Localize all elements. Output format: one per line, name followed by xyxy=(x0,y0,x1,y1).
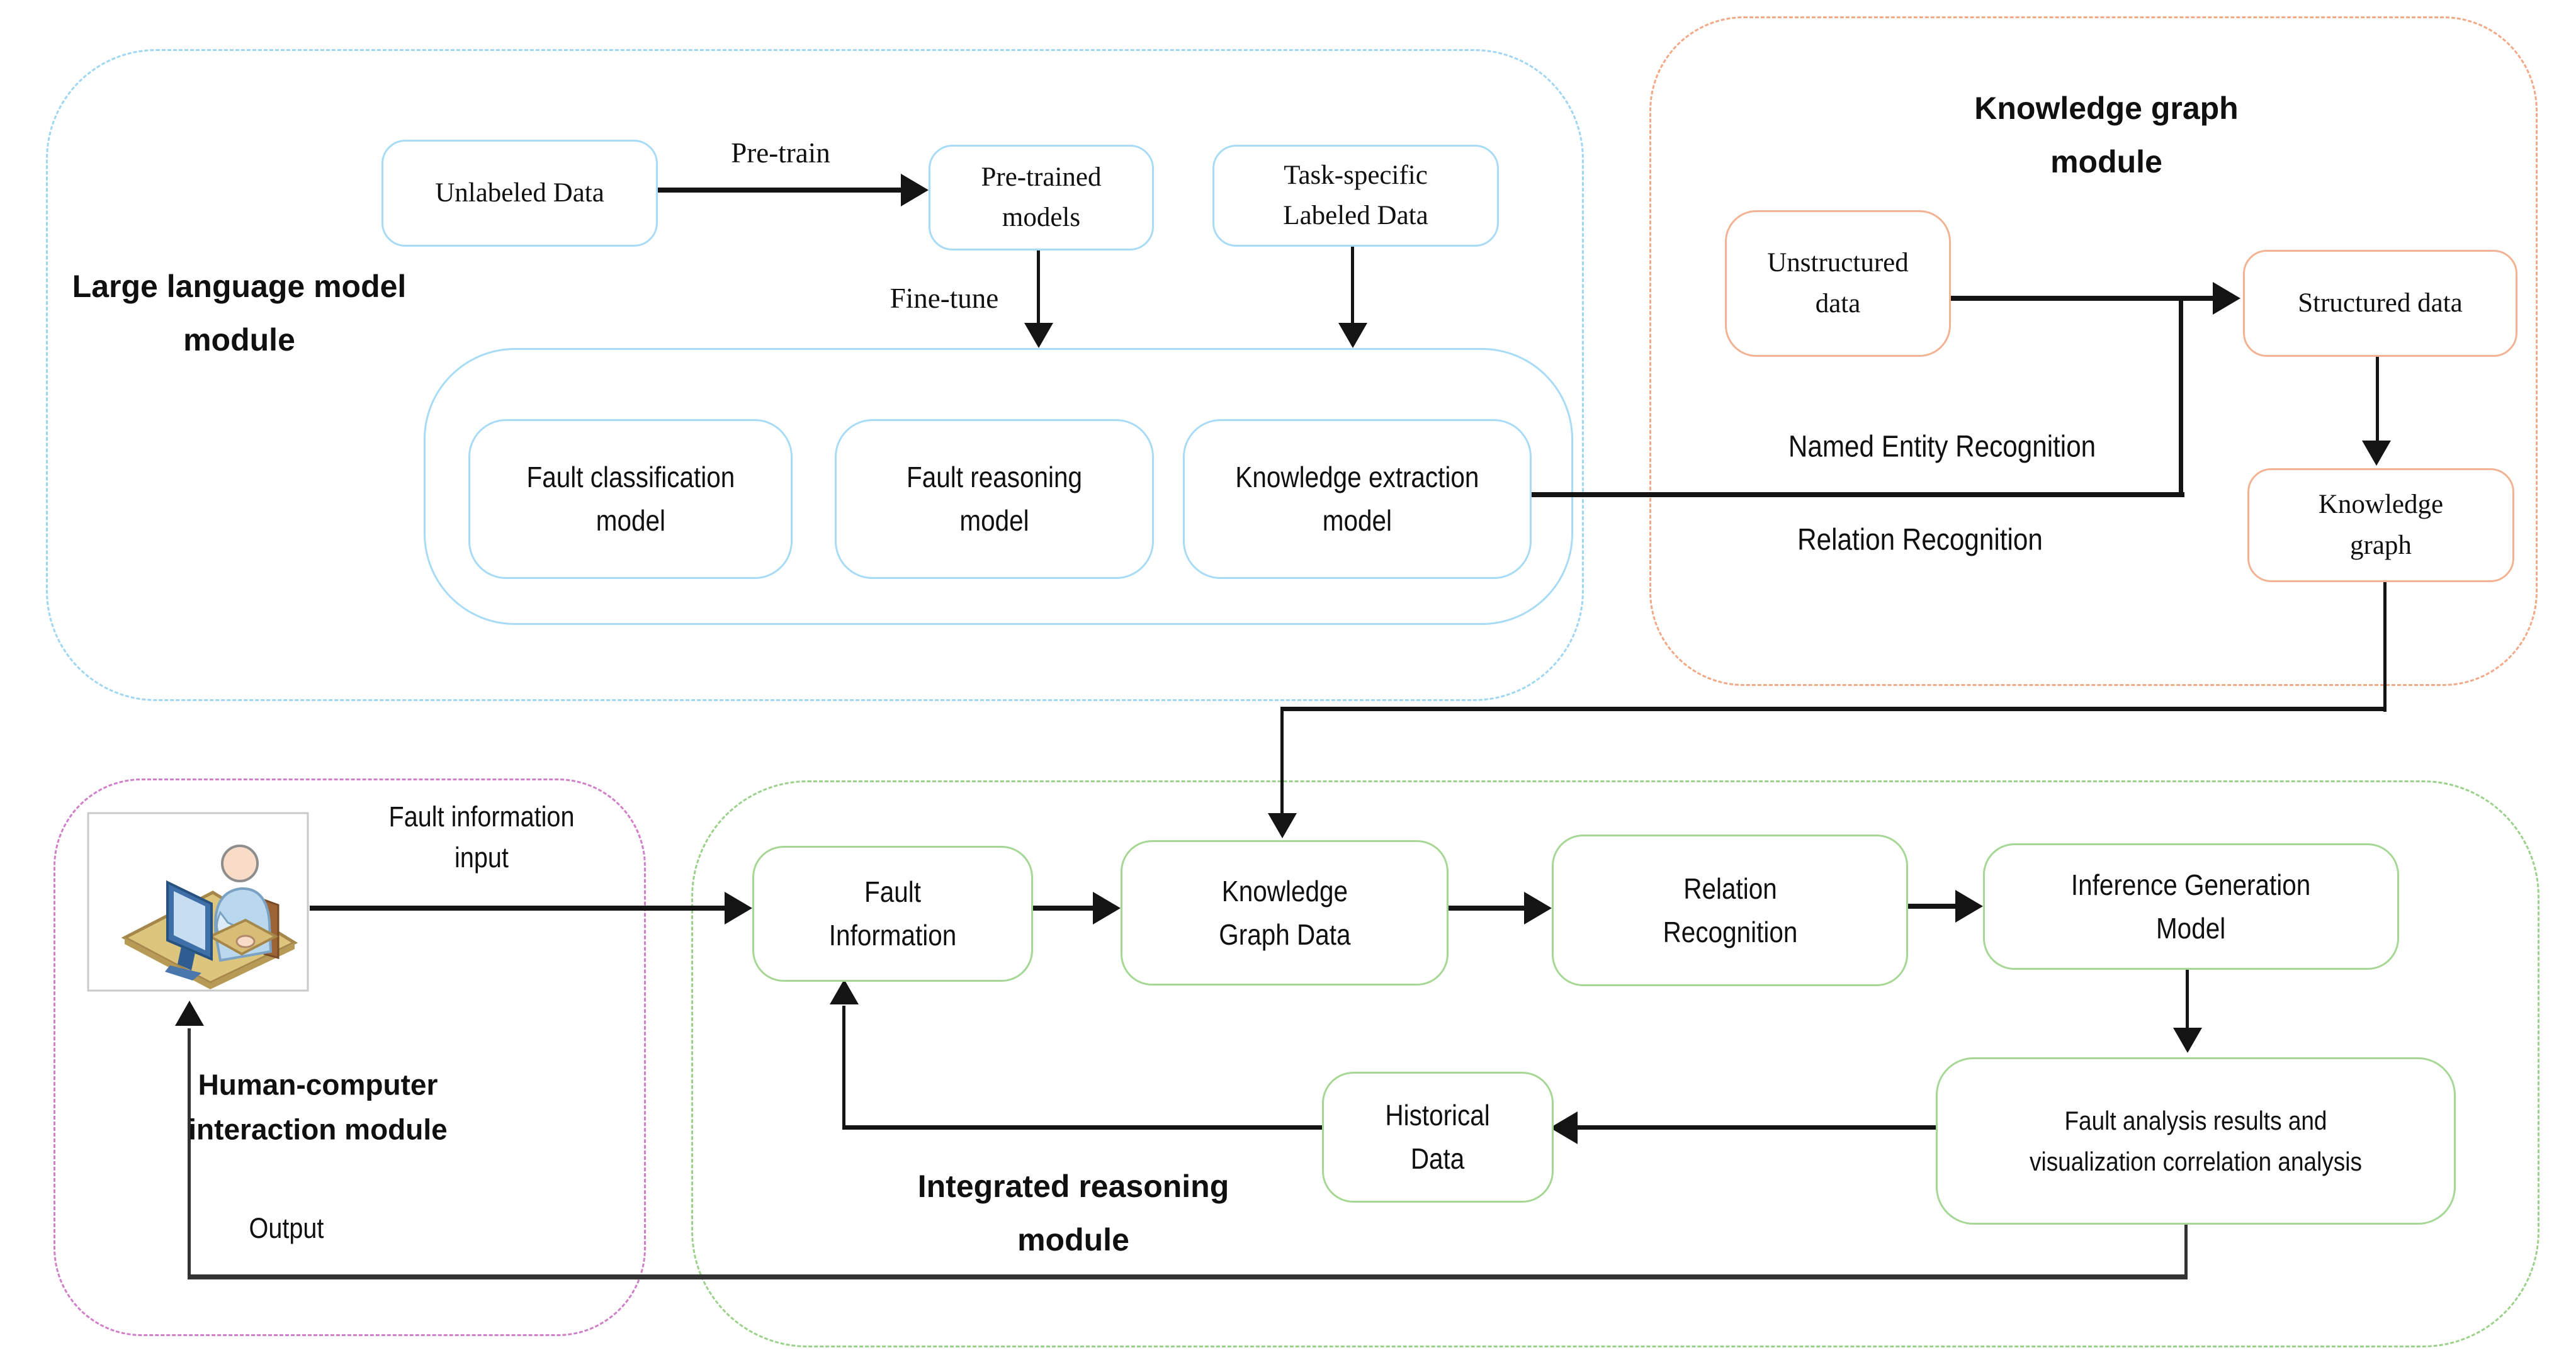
pretrain-arrow-line xyxy=(654,188,903,193)
kgdata-to-relation-arrowhead xyxy=(1524,892,1552,924)
historical-to-faultinfo-arrowhead xyxy=(830,979,859,1004)
unstructured-to-structured-line xyxy=(1947,296,2214,301)
finetune-arrowhead-1 xyxy=(1024,323,1053,348)
kg-to-kgdata-horizontal-line xyxy=(1280,707,2387,711)
pretrain-arrowhead xyxy=(901,174,929,206)
box-knowledge-graph-data: Knowledge Graph Data xyxy=(1121,840,1449,986)
llm-module-title: Large language model module xyxy=(72,269,407,357)
box-pretrained-models: Pre-trained models xyxy=(929,145,1154,250)
integrated-reasoning-module-container xyxy=(691,780,2539,1347)
box-fault-information: Fault Information xyxy=(752,846,1033,982)
kg-module-title: Knowledge graph module xyxy=(1974,91,2239,179)
knowledge-extraction-output-line xyxy=(1528,492,2184,497)
kg-to-kgdata-arrowhead xyxy=(1268,813,1297,838)
llm-module-container xyxy=(46,49,1584,701)
box-knowledge-graph: Knowledge graph xyxy=(2247,468,2514,582)
person-at-computer-icon xyxy=(87,812,309,992)
ir-module-title: Integrated reasoning module xyxy=(917,1169,1229,1257)
box-unstructured-data: Unstructured data xyxy=(1725,210,1951,357)
faultinfo-to-kgdata-line xyxy=(1029,906,1095,911)
structured-to-kg-line xyxy=(2376,353,2379,442)
hci-module-container xyxy=(54,778,646,1336)
box-fault-analysis-results: Fault analysis results and visualization… xyxy=(1936,1057,2456,1225)
unstructured-to-structured-arrowhead xyxy=(2213,282,2240,315)
faultinfo-to-kgdata-arrowhead xyxy=(1093,892,1121,924)
box-unlabeled-data: Unlabeled Data xyxy=(381,140,658,247)
fault-input-arrow-line xyxy=(310,906,726,911)
fault-input-arrowhead xyxy=(725,892,752,924)
finetune-arrow-line-2 xyxy=(1351,243,1354,325)
hci-module-title: Human-computer interaction module xyxy=(188,1068,448,1146)
finetune-arrowhead-2 xyxy=(1338,323,1367,348)
inference-to-analysis-arrowhead xyxy=(2173,1028,2202,1053)
output-to-user-arrowhead xyxy=(175,1001,204,1026)
box-knowledge-extraction-model: Knowledge extraction model xyxy=(1183,419,1532,579)
llm-models-group-container xyxy=(424,348,1573,625)
relation-recognition-label: Relation Recognition xyxy=(1797,523,2043,557)
kg-to-kgdata-drop-line xyxy=(1280,707,1284,814)
output-riser-line xyxy=(188,1028,191,1277)
relation-to-inference-arrowhead xyxy=(1955,890,1983,923)
knowledge-extraction-riser-line xyxy=(2179,301,2183,497)
historical-to-faultinfo-horizontal-line xyxy=(842,1125,1322,1130)
box-task-specific-labeled-data: Task-specific Labeled Data xyxy=(1212,145,1499,247)
output-label: Output xyxy=(249,1212,324,1244)
knowledge-graph-module-container xyxy=(1649,16,2538,686)
box-inference-generation-model: Inference Generation Model xyxy=(1983,843,2399,970)
box-structured-data: Structured data xyxy=(2243,250,2517,357)
box-historical-data: Historical Data xyxy=(1322,1072,1554,1203)
kg-exit-line xyxy=(2383,578,2387,712)
output-drop-line xyxy=(2184,1221,2188,1279)
inference-to-analysis-line xyxy=(2186,966,2189,1029)
historical-to-faultinfo-riser-line xyxy=(842,1006,845,1130)
analysis-to-historical-arrowhead xyxy=(1550,1111,1578,1144)
named-entity-recognition-label: Named Entity Recognition xyxy=(1788,430,2096,464)
kgdata-to-relation-line xyxy=(1445,906,1527,911)
box-fault-classification-model: Fault classification model xyxy=(468,419,793,579)
pretrain-arrow-label: Pre-train xyxy=(731,137,830,169)
box-relation-recognition: Relation Recognition xyxy=(1552,835,1908,986)
finetune-arrow-line-1 xyxy=(1037,247,1040,325)
box-fault-reasoning-model: Fault reasoning model xyxy=(835,419,1154,579)
finetune-arrow-label: Fine-tune xyxy=(890,283,999,314)
fault-information-input-label: Fault information input xyxy=(388,800,575,874)
structured-to-kg-arrowhead xyxy=(2362,441,2391,466)
analysis-to-historical-line xyxy=(1577,1125,1936,1130)
relation-to-inference-line xyxy=(1904,904,1958,909)
output-return-line xyxy=(188,1274,2188,1279)
